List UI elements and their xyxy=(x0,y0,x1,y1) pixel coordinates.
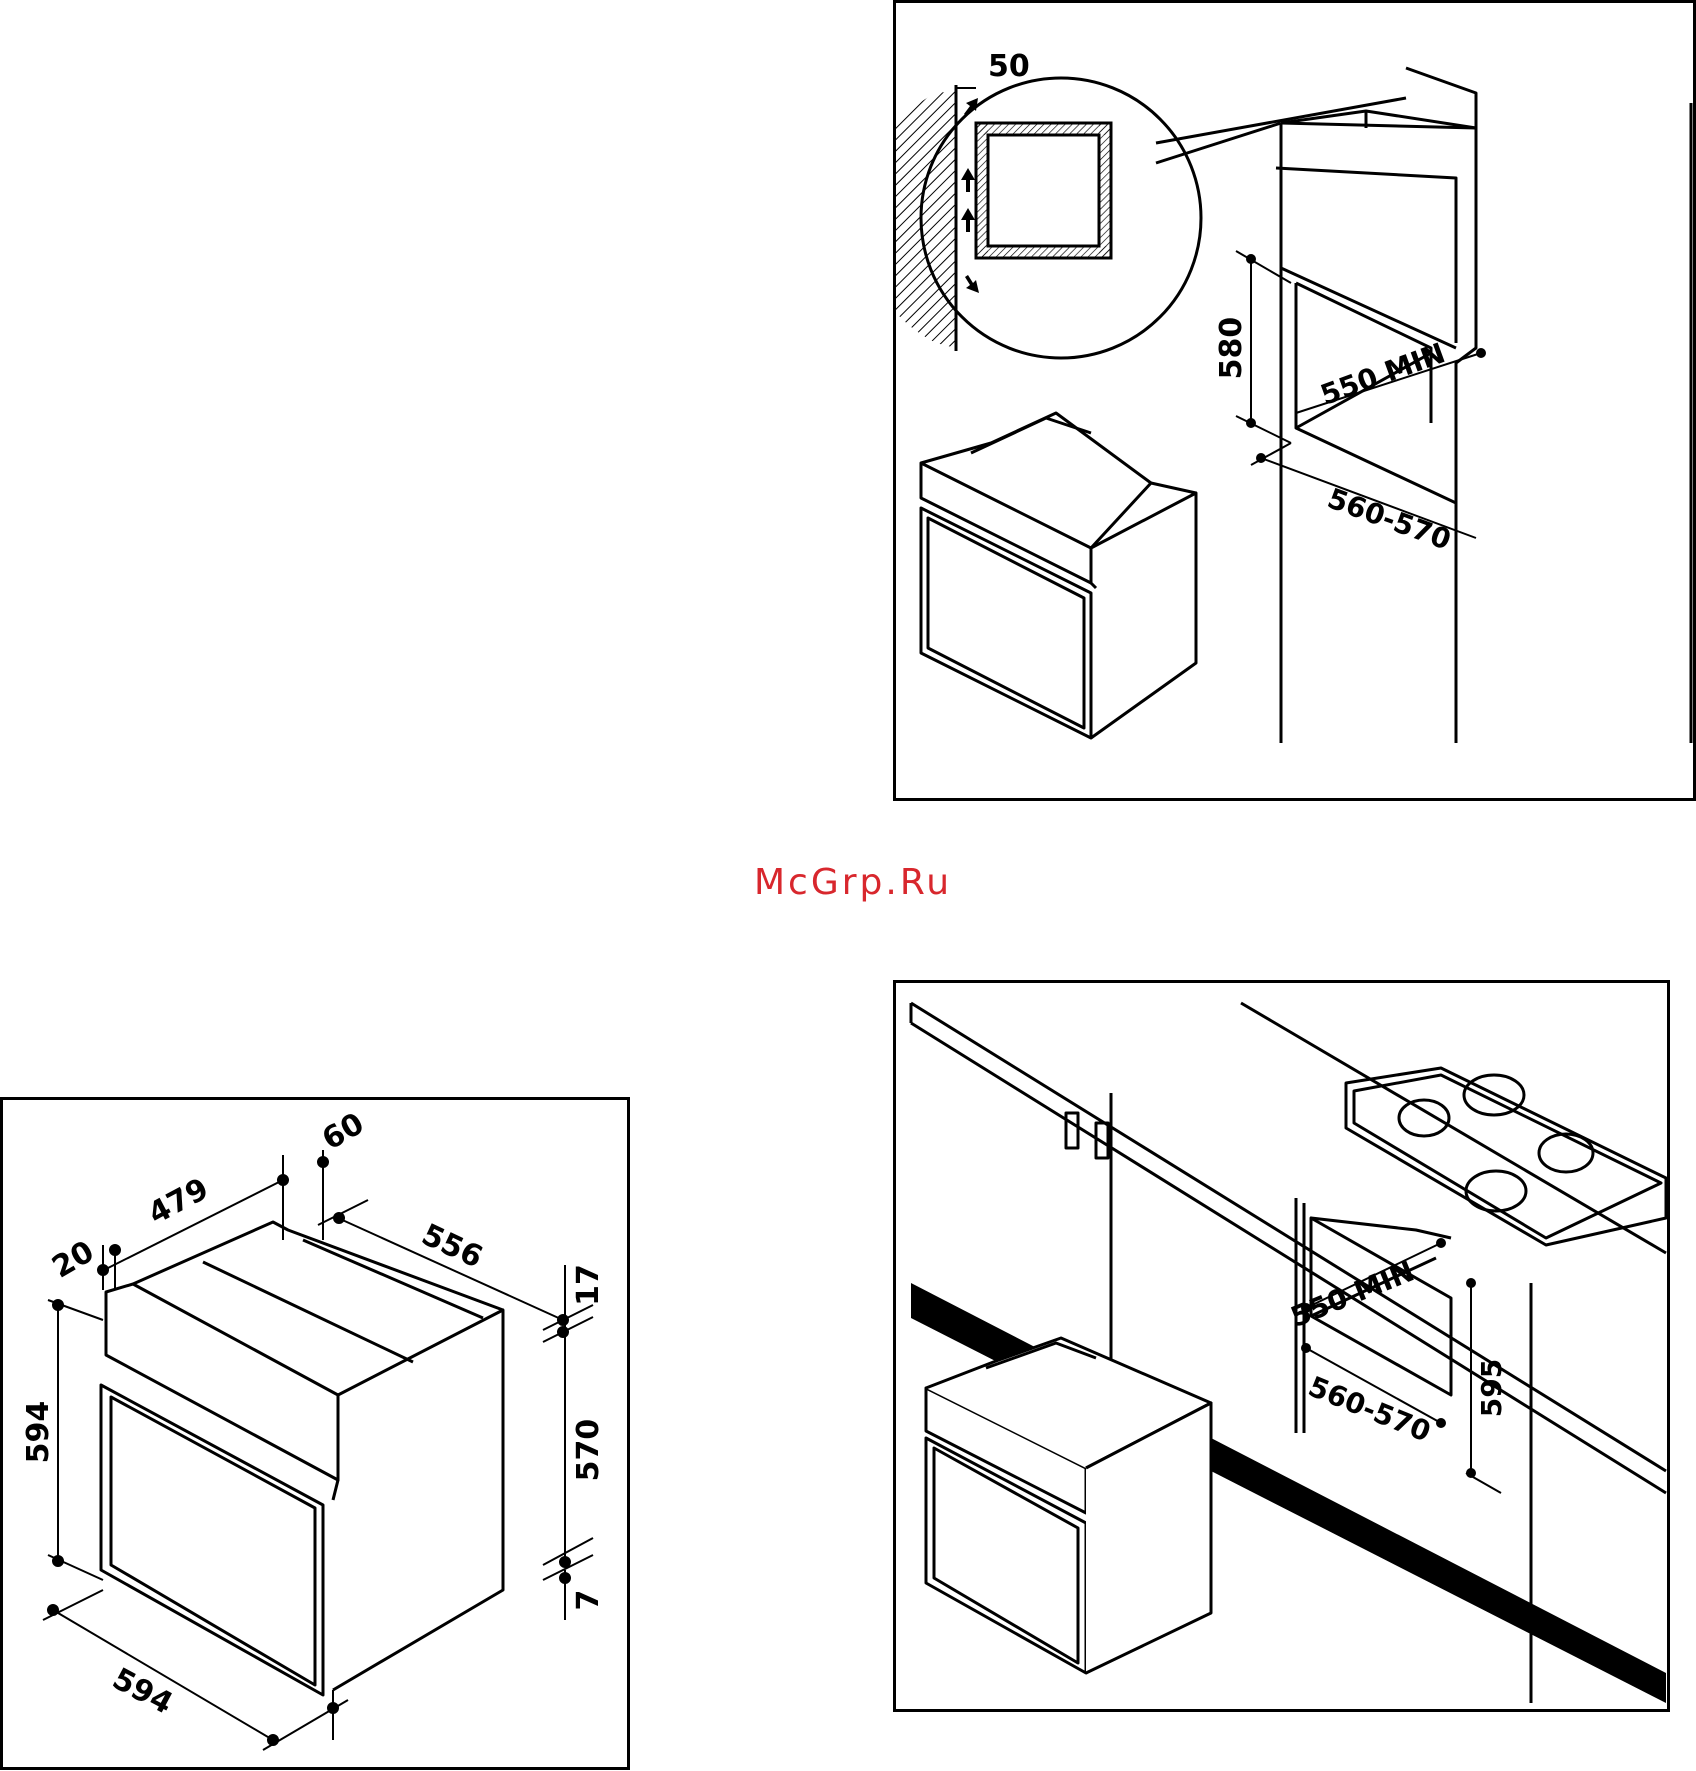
tall-cabinet-drawing: 50 580 550 MIN 560-570 xyxy=(896,3,1693,798)
side-depth-label: 556 xyxy=(416,1217,488,1275)
oven-drawing-2 xyxy=(926,1338,1211,1673)
bottom-gap-label: 7 xyxy=(571,1590,606,1611)
under-counter-installation-panel: 550 MIN 595 560-570 xyxy=(893,980,1670,1712)
niche-height-label: 580 xyxy=(1214,317,1249,380)
top-gap-label: 17 xyxy=(571,1264,606,1306)
watermark: McGrp.Ru xyxy=(754,862,952,903)
niche-depth-label: 550 MIN xyxy=(1316,336,1449,411)
oven-dimensions-drawing: 20 479 60 556 17 594 570 7 594 xyxy=(3,1100,627,1767)
body-height-label: 570 xyxy=(571,1419,606,1482)
niche-width-label-2: 560-570 xyxy=(1304,1370,1436,1449)
niche-depth-label-2: 550 MIN xyxy=(1286,1255,1419,1334)
front-height-label: 594 xyxy=(21,1401,56,1464)
top-depth-label: 479 xyxy=(143,1171,215,1231)
front-width-label: 594 xyxy=(107,1661,179,1721)
cabinet-outline xyxy=(1281,111,1476,743)
ventilation-gap-label: 50 xyxy=(988,49,1030,84)
top-offset-label: 60 xyxy=(316,1106,370,1157)
oven-dimensions-panel: 20 479 60 556 17 594 570 7 594 xyxy=(0,1097,630,1770)
oven-drawing xyxy=(921,413,1196,738)
wall-hatch xyxy=(896,91,956,348)
under-counter-drawing: 550 MIN 595 560-570 xyxy=(896,983,1667,1709)
depth-left-label: 20 xyxy=(46,1234,100,1285)
tall-cabinet-installation-panel: 50 580 550 MIN 560-570 xyxy=(893,0,1696,801)
niche-height-label-2: 595 xyxy=(1475,1359,1508,1417)
